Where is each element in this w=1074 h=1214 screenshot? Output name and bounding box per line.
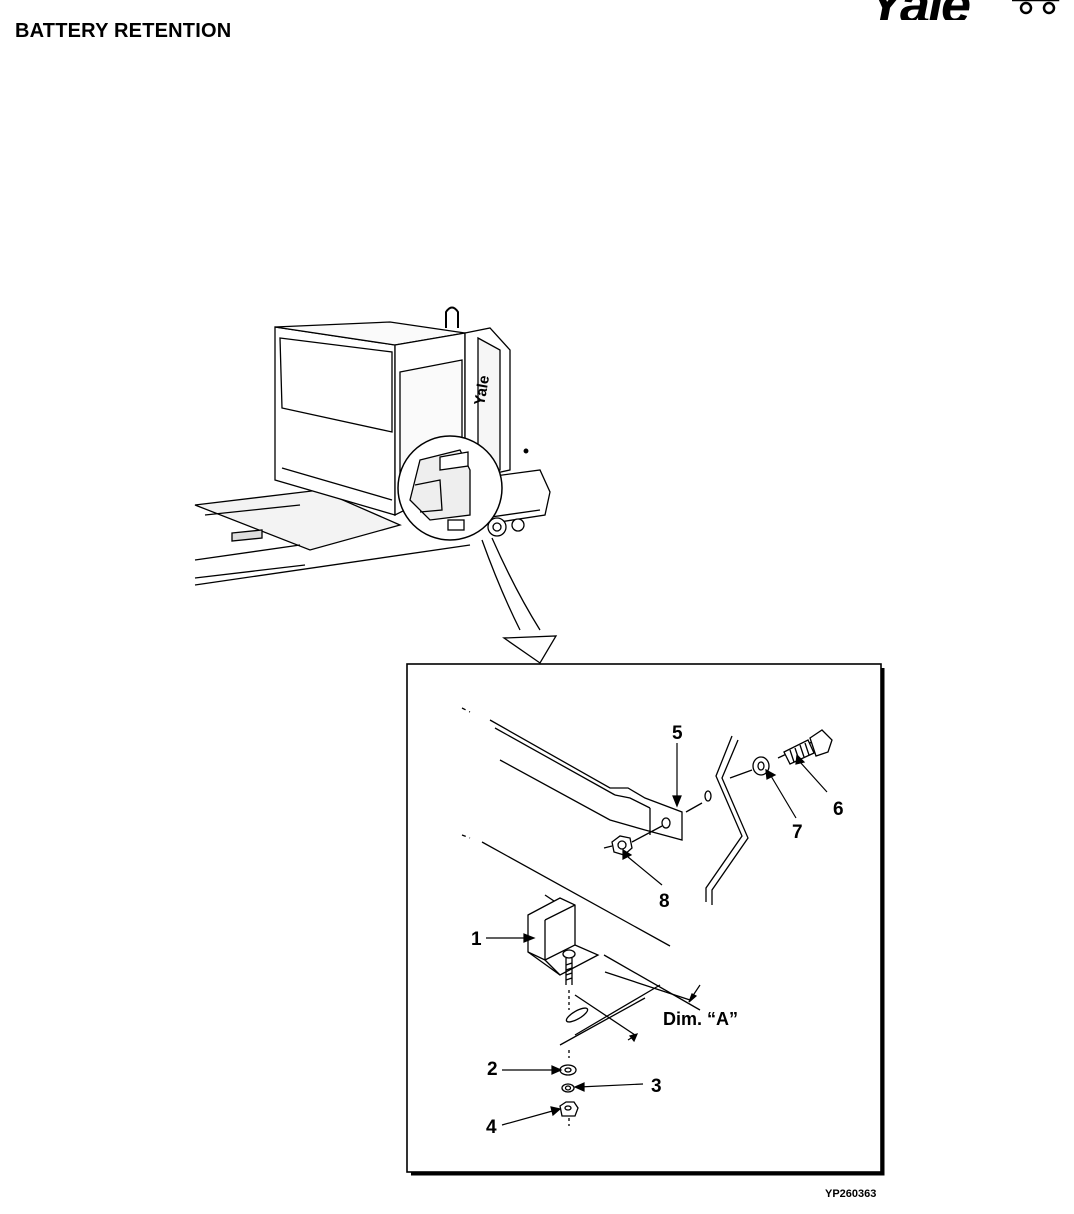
callout-3: 3 <box>651 1076 662 1097</box>
dimension-a-label: Dim. “A” <box>663 1009 738 1029</box>
callout-5: 5 <box>672 723 683 744</box>
truck-brand-label: Yale <box>471 374 493 407</box>
brand-logo: Yale <box>862 0 1074 20</box>
logo-wordmark: Yale <box>868 0 971 20</box>
callout-2: 2 <box>487 1059 498 1080</box>
callout-7: 7 <box>792 822 803 843</box>
detail-drawing <box>461 707 833 1126</box>
page-title: BATTERY RETENTION <box>15 20 232 42</box>
logo-wheels-icon <box>1012 0 1060 15</box>
callout-8: 8 <box>659 891 670 912</box>
callout-6: 6 <box>833 799 844 820</box>
leader-lines <box>486 743 828 1126</box>
figure-number: YP260363 <box>825 1188 876 1200</box>
pallet-truck-illustration <box>194 306 558 664</box>
callout-4: 4 <box>486 1117 497 1138</box>
callout-1: 1 <box>471 929 482 950</box>
